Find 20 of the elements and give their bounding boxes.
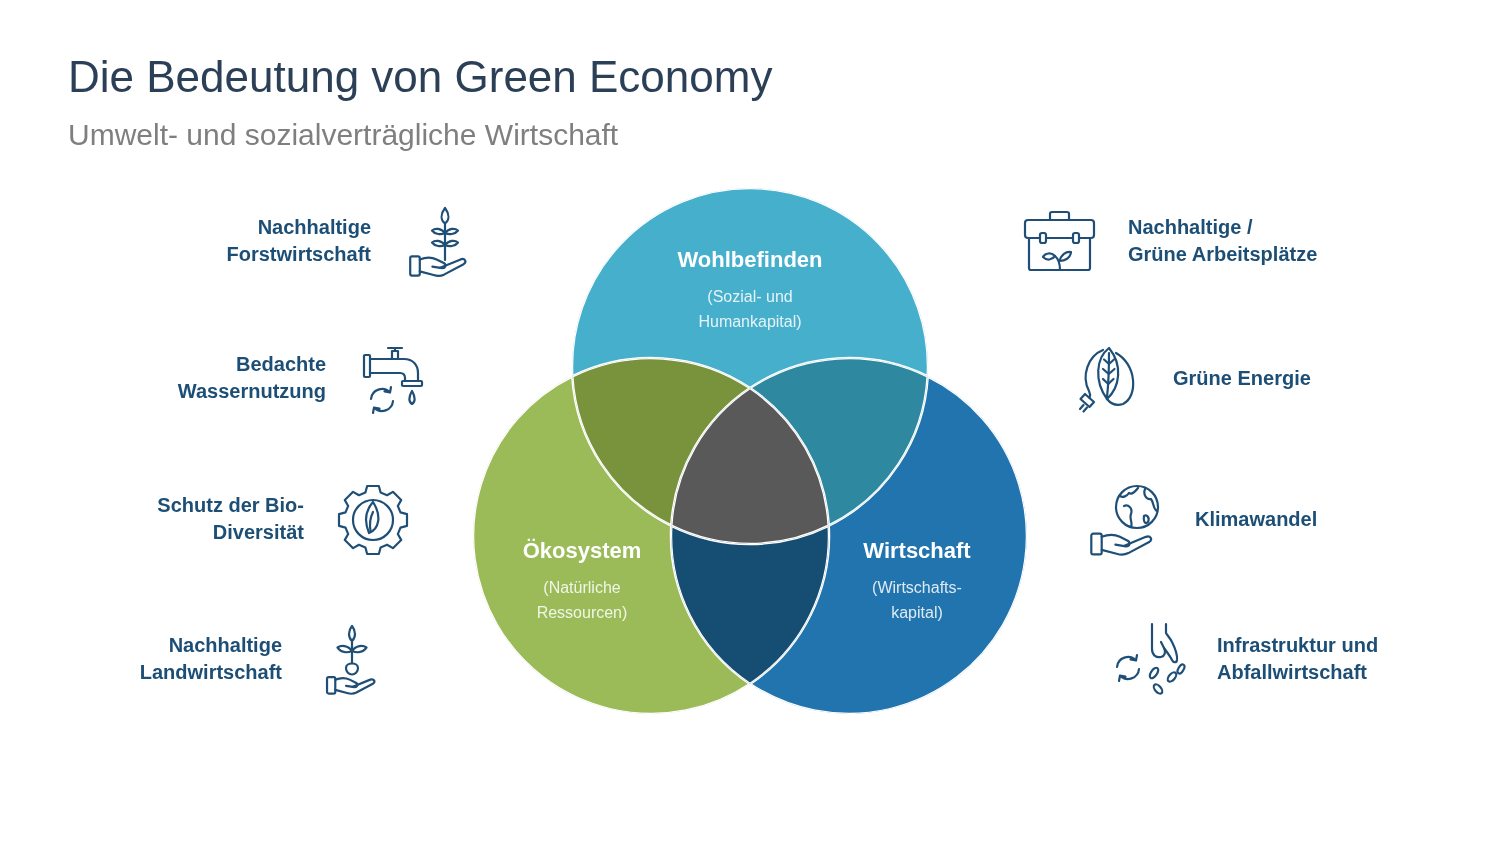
slide-title: Die Bedeutung von Green Economy [68, 51, 773, 103]
topic-label: Schutz der Bio- Diversität [157, 493, 304, 545]
circle-subtitle: (Sozial- und Humankapital) [698, 287, 802, 332]
topic-label: Nachhaltige Landwirtschaft [139, 633, 282, 685]
overlap-region [671, 525, 829, 684]
topic-label: Nachhaltige / Grüne Arbeitsplätze [1128, 215, 1318, 267]
circle-title: Ökosystem [522, 538, 642, 564]
circle-subtitle: (Natürliche Ressourcen) [536, 578, 628, 623]
topic-label: Klimawandel [1195, 506, 1318, 532]
overlap-region [750, 358, 928, 526]
slide-subtitle: Umwelt- und sozialverträgliche Wirtschaft [68, 117, 619, 153]
topic-label: Nachhaltige Forstwirtschaft [226, 215, 371, 267]
circle-subtitle: (Wirtschafts- kapital) [872, 578, 962, 623]
topic-label: Bedachte Wassernutzung [177, 352, 326, 404]
center-overlap-region [671, 388, 829, 544]
circle-title: Wirtschaft [863, 538, 971, 564]
circle-title: Wohlbefinden [677, 247, 823, 273]
topic-label: Grüne Energie [1173, 365, 1311, 391]
topic-label: Infrastruktur und Abfallwirtschaft [1217, 633, 1379, 685]
overlap-region [572, 358, 750, 526]
